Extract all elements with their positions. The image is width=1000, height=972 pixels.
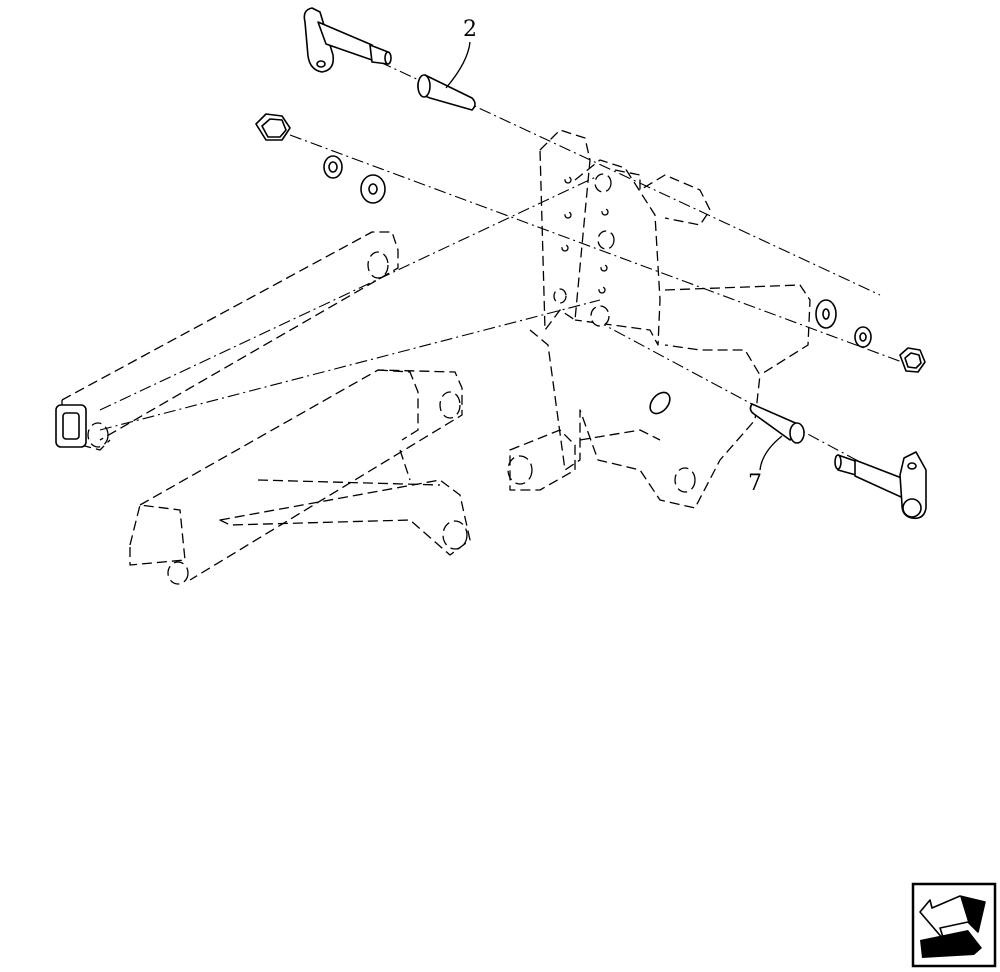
clevis-pin-top [303,7,392,73]
callout-7: 7 [748,435,783,496]
centerlines [99,61,911,463]
phantom-tube-upper [55,231,399,451]
lock-washer-top [323,155,343,179]
slot-hole [649,391,671,415]
arrow-back-icon[interactable] [911,882,997,968]
lock-washer-right [854,326,872,348]
callout-2: 2 [445,17,477,89]
callout-2-label: 2 [463,17,477,42]
hex-nut-right [899,347,926,373]
flat-washer-right [815,299,837,329]
callout-7-label: 7 [748,471,762,496]
phantom-bracket [507,129,811,509]
clevis-pin-bottom [834,451,927,520]
lynch-pin-7 [749,403,805,444]
phantom-beam-lower [129,369,471,585]
tube-end [55,404,87,448]
flat-washer-top [360,174,386,204]
hex-nut-top [255,113,291,141]
lynch-pin-2 [417,74,476,111]
